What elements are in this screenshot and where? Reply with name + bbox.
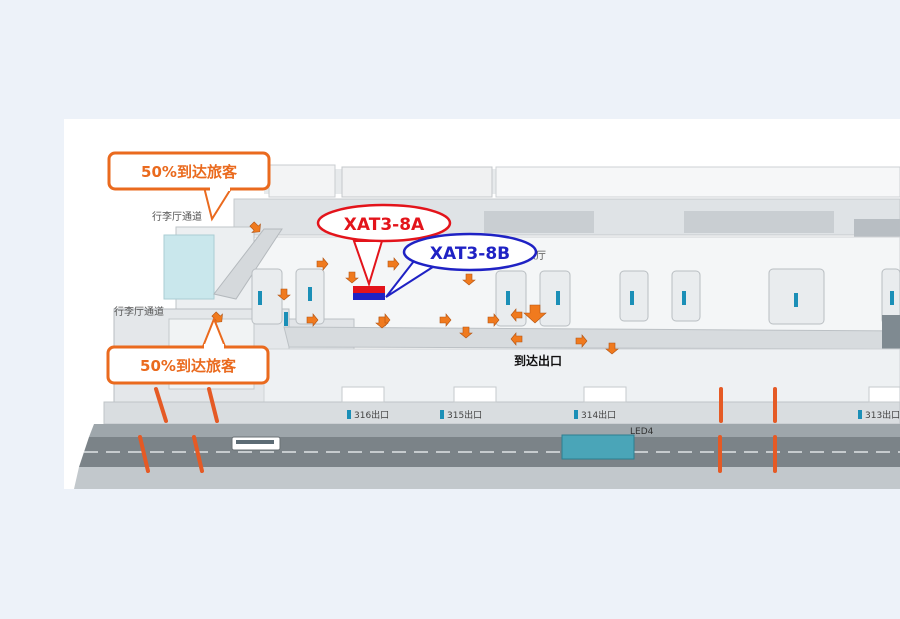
carousel-sign xyxy=(630,291,634,305)
callout-top: 50%到达旅客 xyxy=(107,151,271,222)
led-label: LED4 xyxy=(630,427,654,437)
carousel-sign xyxy=(682,291,686,305)
exit-icon xyxy=(347,410,351,419)
marker-a-callout: XAT3-8A xyxy=(316,203,452,288)
facade-opening xyxy=(583,386,627,403)
carousel-sign xyxy=(308,287,312,301)
back-wall-segment-2 xyxy=(684,211,834,233)
carousel-sign xyxy=(890,291,894,305)
arrow-icon xyxy=(510,332,523,346)
facade-opening xyxy=(341,386,385,403)
arrow-icon-large xyxy=(523,304,547,324)
carousel-sign xyxy=(506,291,510,305)
carousel-signs xyxy=(258,287,894,326)
pole xyxy=(207,387,219,423)
arrow-icon xyxy=(316,257,329,271)
led-screen xyxy=(561,434,635,460)
carousel-sign xyxy=(794,293,798,307)
arrow-icon xyxy=(277,288,291,301)
carousel-sign xyxy=(556,291,560,305)
marker-a-bar xyxy=(353,286,385,293)
terminal-floor-plan: LED4 316出口 315出口 314出口 313出口 行李厅通道 行李厅通道… xyxy=(74,151,900,489)
exit-icon xyxy=(574,410,578,419)
marker-b-bar xyxy=(353,293,385,300)
front-facade xyxy=(103,401,900,425)
exit-label: 316出口 xyxy=(354,409,389,421)
carousel xyxy=(251,268,283,325)
pole xyxy=(138,435,150,473)
arrow-icon xyxy=(462,273,476,286)
arrow-icon xyxy=(375,316,389,329)
inner-wall xyxy=(283,326,900,350)
arrow-icon xyxy=(510,308,523,322)
carousel-sign xyxy=(258,291,262,305)
pole xyxy=(192,435,204,473)
carousel-sign xyxy=(284,312,288,326)
arrow-icon xyxy=(459,326,473,339)
pole xyxy=(154,387,168,423)
corridor-label-top: 行李厅通道 xyxy=(152,210,202,223)
facade-opening xyxy=(868,386,900,403)
callout-top-text: 50%到达旅客 xyxy=(141,163,238,181)
marker-a-label: XAT3-8A xyxy=(344,215,425,235)
callout-bottom-text: 50%到达旅客 xyxy=(140,357,237,375)
arrow-icon xyxy=(387,257,400,271)
map-canvas: LED4 316出口 315出口 314出口 313出口 行李厅通道 行李厅通道… xyxy=(64,119,900,489)
baggage-carousels xyxy=(251,268,900,327)
exit-labels: 316出口 315出口 314出口 313出口 xyxy=(347,409,900,421)
corridor-glass xyxy=(163,234,215,300)
marker-b-label: XAT3-8B xyxy=(430,244,510,264)
arrow-icon xyxy=(605,342,619,355)
arrow-icon xyxy=(487,313,500,327)
flow-arrows xyxy=(211,221,619,355)
road-curb xyxy=(89,424,900,437)
exit-label: 313出口 xyxy=(865,409,900,421)
facade-opening xyxy=(453,386,497,403)
back-wall-segment-3 xyxy=(854,219,900,239)
facade-openings xyxy=(341,386,900,403)
corridor-label-mid: 行李厅通道 xyxy=(114,305,164,318)
marker-b-callout: XAT3-8B xyxy=(385,232,538,298)
roof-block-3 xyxy=(495,166,900,198)
arrow-icon xyxy=(439,313,452,327)
arrival-exit-label: 到达出口 xyxy=(514,353,562,368)
exit-label: 315出口 xyxy=(447,409,482,421)
exit-icon xyxy=(858,410,862,419)
back-wall-segment-1 xyxy=(484,211,594,233)
arrow-icon xyxy=(345,271,359,284)
carousel xyxy=(539,270,571,327)
right-wall-block xyxy=(882,315,900,349)
arrow-icon xyxy=(575,334,588,348)
corridor-ramp xyxy=(213,228,283,300)
poles xyxy=(138,387,777,473)
bus xyxy=(231,436,281,451)
callout-bottom: 50%到达旅客 xyxy=(106,316,270,385)
arrow-icon xyxy=(211,311,223,323)
exit-icon xyxy=(440,410,444,419)
exit-label: 314出口 xyxy=(581,409,616,421)
front-walkway xyxy=(263,348,900,403)
road-shoulder xyxy=(74,467,900,489)
roof-block-2 xyxy=(341,166,493,198)
arrow-icon xyxy=(306,313,319,327)
arrow-icon xyxy=(249,221,261,233)
roof-block-1 xyxy=(268,164,336,198)
